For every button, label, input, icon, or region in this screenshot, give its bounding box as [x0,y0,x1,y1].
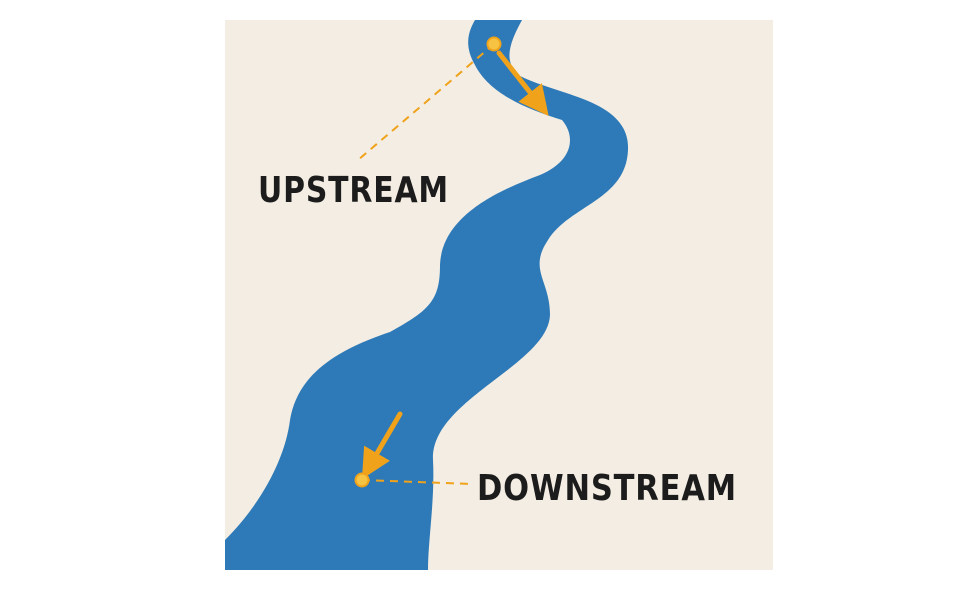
downstream-flow-arrow [361,411,403,480]
upstream-marker [486,36,502,52]
river [225,20,629,570]
downstream-marker [354,472,370,488]
downstream-label: DOWNSTREAM [477,468,737,509]
downstream-leader-line [361,479,473,485]
upstream-flow-arrow [496,50,549,116]
upstream-label: UPSTREAM [258,170,449,211]
upstream-leader-line [357,43,495,161]
